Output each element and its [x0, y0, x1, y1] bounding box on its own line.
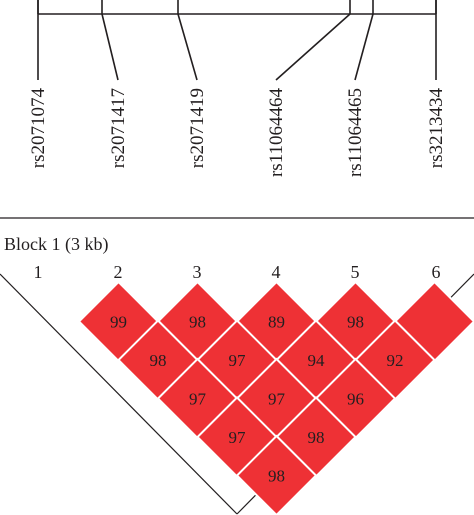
ld-value: 97 [268, 390, 286, 409]
block-outline-left [0, 273, 238, 515]
map-connector [101, 13, 119, 81]
ld-value: 98 [347, 313, 364, 332]
snp-label: rs2071419 [187, 88, 208, 168]
marker-number: 4 [272, 262, 281, 282]
ld-value: 98 [189, 313, 206, 332]
ld-value: 94 [308, 351, 326, 370]
snp-labels: rs2071074 rs2071417 rs2071419 rs11064464 rs1… [28, 88, 447, 178]
snp-map [37, 0, 437, 81]
marker-number: 1 [34, 262, 43, 282]
marker-number: 5 [351, 262, 360, 282]
marker-numbers: 1 2 3 4 5 6 [34, 262, 441, 282]
ld-cells: 99 98 89 98 98 97 94 92 97 97 96 97 98 98 [77, 280, 474, 515]
map-connector [275, 13, 351, 81]
map-connector [354, 13, 374, 81]
ld-value: 97 [189, 390, 207, 409]
ld-value: 97 [229, 351, 247, 370]
marker-number: 6 [432, 262, 441, 282]
ld-value: 89 [268, 313, 285, 332]
block-label: Block 1 (3 kb) [4, 234, 108, 255]
snp-label: rs2071074 [28, 88, 49, 169]
snp-label: rs11064464 [266, 88, 287, 178]
map-connector [177, 13, 198, 81]
ld-value: 92 [387, 351, 404, 370]
snp-label: rs3213434 [426, 88, 447, 169]
ld-value: 98 [308, 428, 325, 447]
snp-label: rs2071417 [108, 88, 129, 168]
map-connectors [37, 13, 437, 81]
snp-label: rs11064465 [345, 88, 366, 177]
marker-number: 2 [114, 262, 123, 282]
map-ticks [37, 0, 437, 14]
ld-value: 98 [150, 351, 167, 370]
ld-value: 99 [110, 313, 127, 332]
ld-value: 97 [229, 428, 247, 447]
ld-cell [235, 434, 318, 515]
marker-number: 3 [193, 262, 202, 282]
ld-value: 98 [268, 467, 285, 486]
ld-value: 96 [347, 390, 364, 409]
